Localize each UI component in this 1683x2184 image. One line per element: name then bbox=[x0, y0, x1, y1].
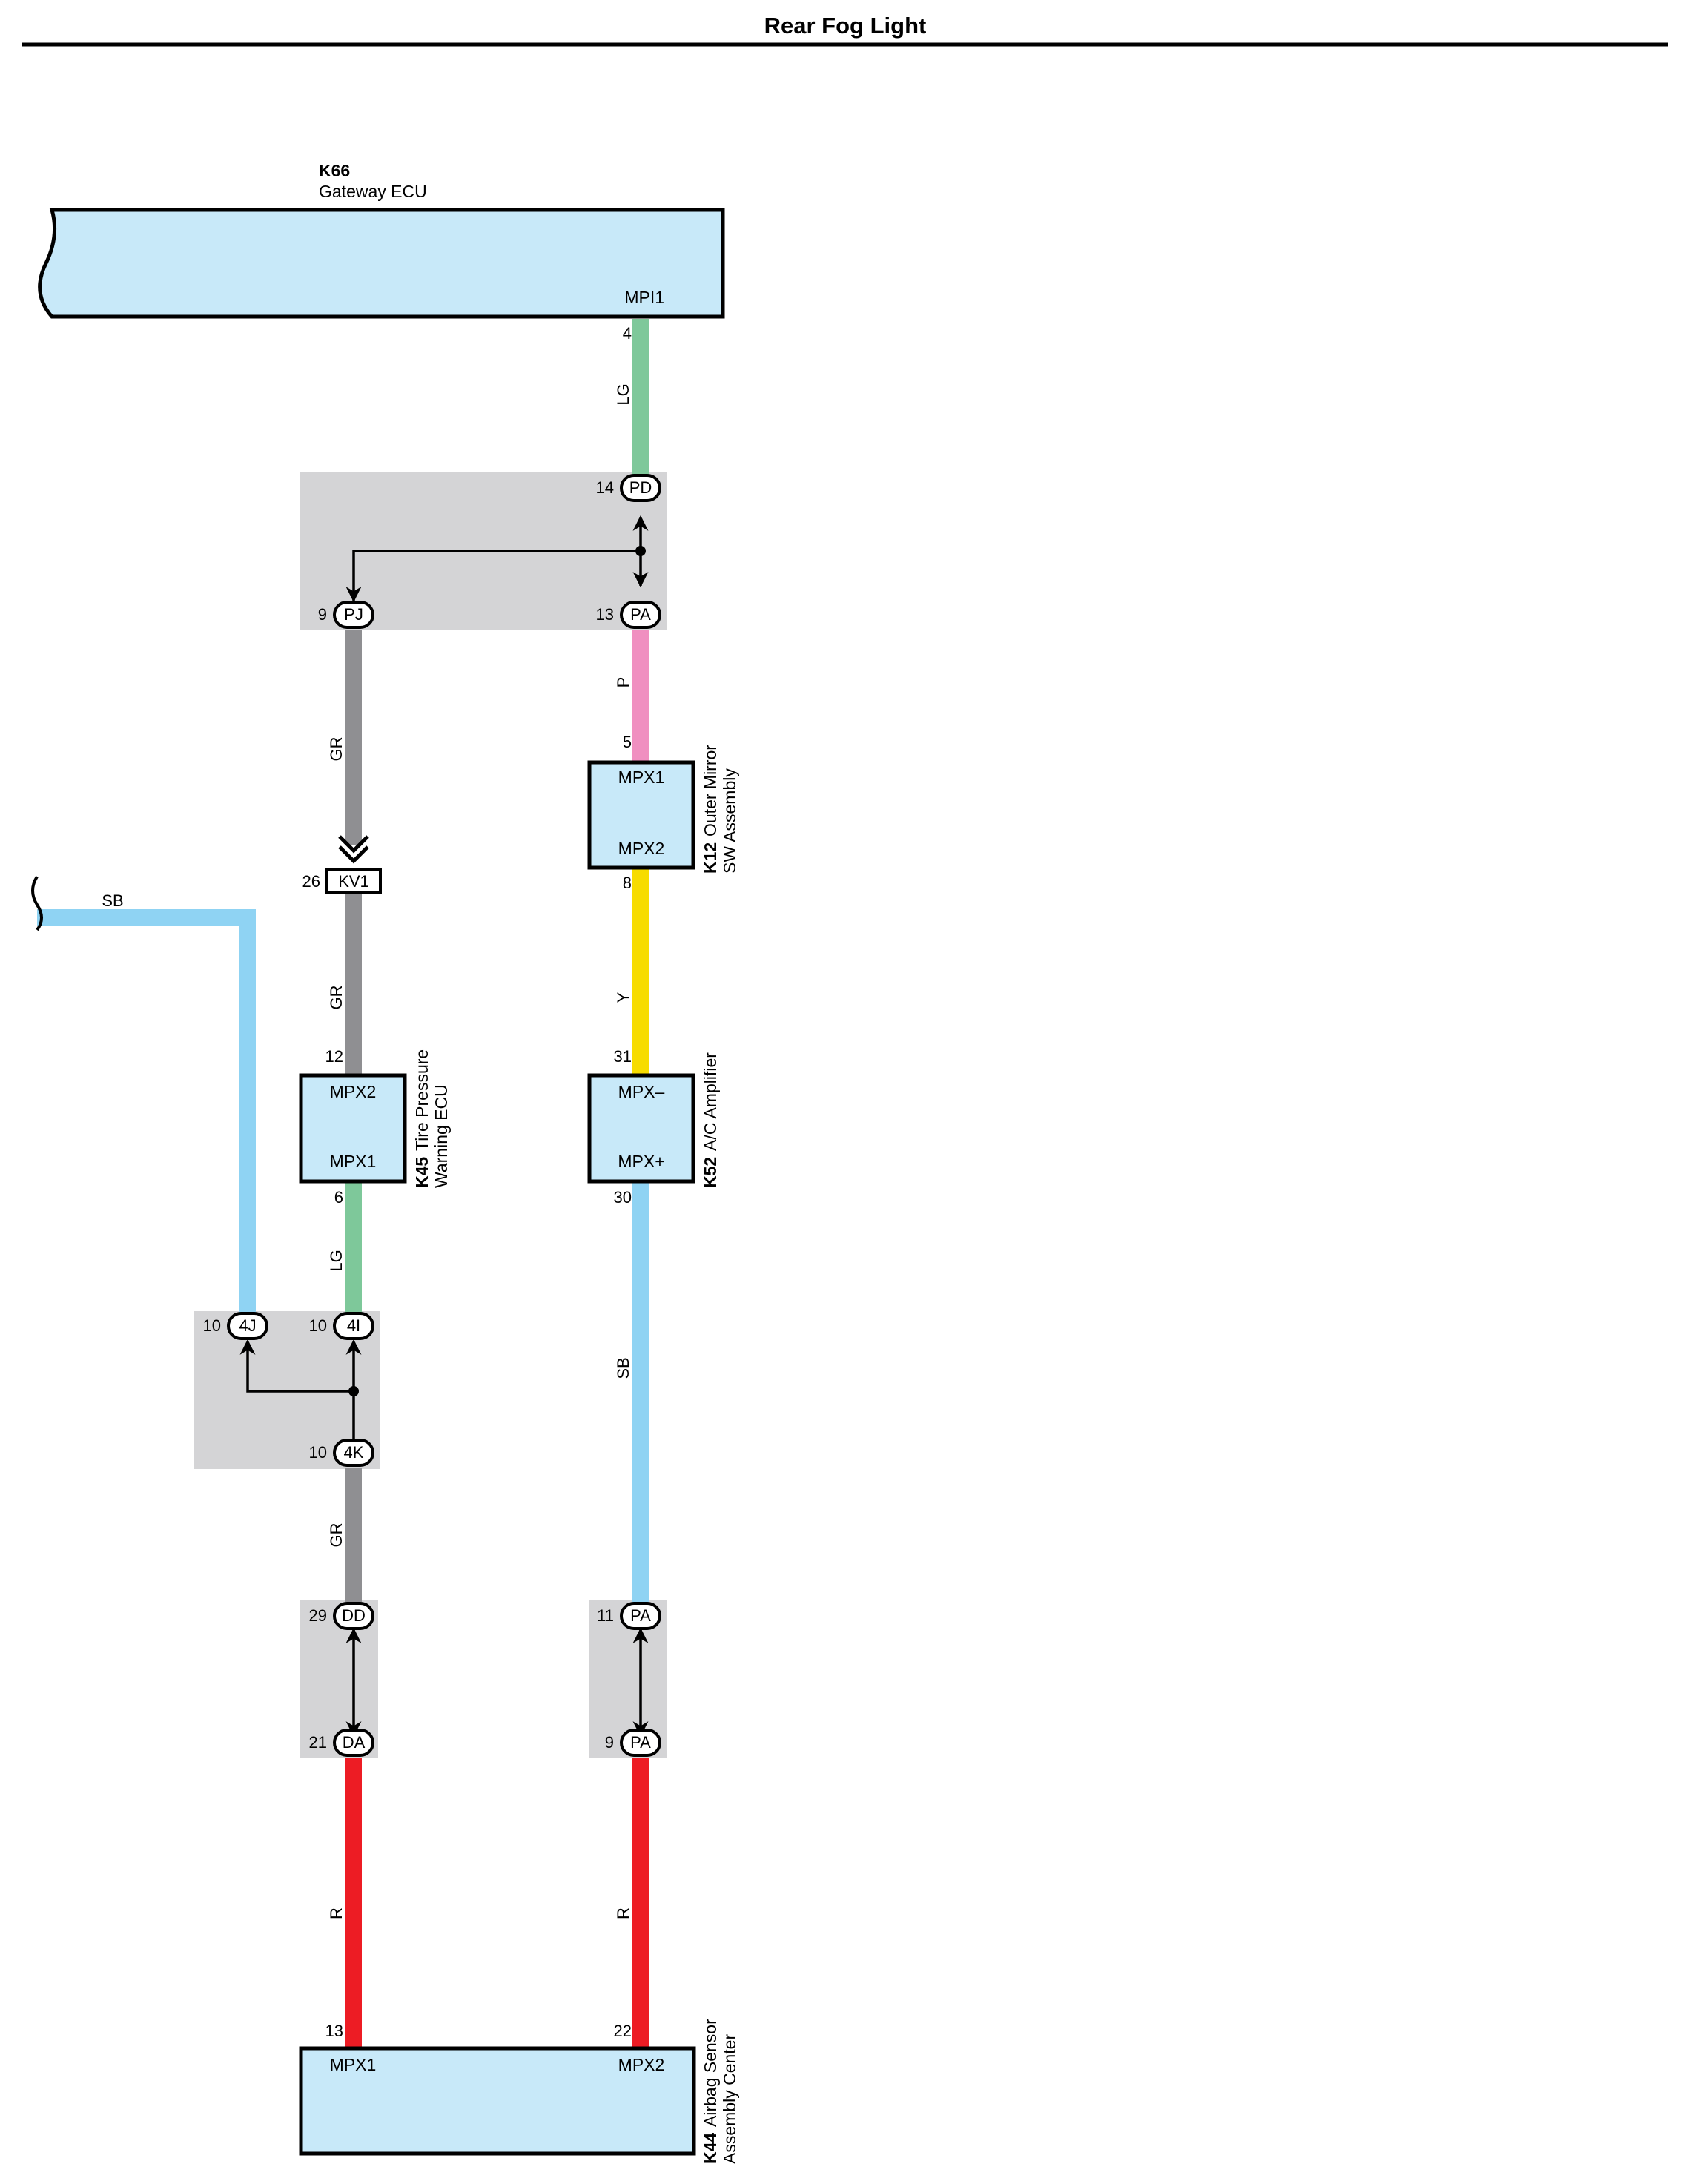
connector-4k-pin: 10 bbox=[309, 1443, 327, 1462]
k45-pin-top: 12 bbox=[325, 1047, 343, 1066]
wire-label-lg-bottom: LG bbox=[327, 1250, 345, 1271]
connector-pj-label: PJ bbox=[344, 605, 363, 624]
connector-pd: PD 14 bbox=[596, 474, 661, 502]
connector-da-pin: 21 bbox=[309, 1733, 327, 1752]
connector-da: DA 21 bbox=[309, 1729, 374, 1757]
k44-pin-left: 13 bbox=[325, 2022, 343, 2040]
component-k44-name-1: Airbag Sensor bbox=[701, 2019, 720, 2127]
connector-pa-13-pin: 13 bbox=[596, 605, 614, 624]
component-k45-name-1: Tire Pressure bbox=[412, 1049, 432, 1151]
component-k44-name-2: Assembly Center bbox=[720, 2034, 739, 2164]
connector-da-label: DA bbox=[343, 1733, 366, 1752]
component-k66-name: Gateway ECU bbox=[319, 182, 427, 201]
connector-dd-pin: 29 bbox=[309, 1606, 327, 1625]
link-4i-4j bbox=[239, 1339, 354, 1393]
connector-pa-9-pin: 9 bbox=[605, 1733, 614, 1752]
connector-pa-13-label: PA bbox=[630, 605, 651, 624]
wire-label-p: P bbox=[614, 677, 632, 688]
component-k45-id: K45 bbox=[412, 1157, 432, 1188]
k66-terminal: MPI1 bbox=[624, 288, 664, 307]
page-title: Rear Fog Light bbox=[764, 13, 927, 39]
k45-terminal-bottom: MPX1 bbox=[330, 1152, 377, 1171]
wire-break-mark bbox=[31, 875, 43, 931]
connector-4k: 4K 10 bbox=[309, 1439, 374, 1467]
k12-terminal-top: MPX1 bbox=[618, 768, 665, 787]
k45-pin-bottom: 6 bbox=[334, 1188, 343, 1207]
k52-terminal-bottom: MPX+ bbox=[618, 1152, 664, 1171]
wire-label-sb-right: SB bbox=[614, 1357, 632, 1379]
wire-label-gr-2: GR bbox=[327, 986, 345, 1010]
k52-pin-top: 31 bbox=[614, 1047, 632, 1066]
component-k44-id: K44 bbox=[701, 2133, 720, 2164]
wire-label-sb-left: SB bbox=[102, 891, 123, 910]
link-pd-pj bbox=[345, 550, 641, 603]
wire-label-y: Y bbox=[614, 992, 632, 1003]
connector-pd-label: PD bbox=[629, 478, 652, 497]
connector-pj-pin: 9 bbox=[318, 605, 327, 624]
connector-pa-9: PA 9 bbox=[605, 1729, 661, 1757]
wire-label-gr-3: GR bbox=[327, 1523, 345, 1548]
wire-label-lg-top: LG bbox=[614, 383, 632, 405]
k12-pin-bottom: 8 bbox=[623, 874, 632, 892]
connector-dd-label: DD bbox=[342, 1606, 366, 1625]
component-k66-box bbox=[38, 208, 725, 319]
k52-terminal-top: MPX– bbox=[618, 1082, 665, 1101]
wire-label-gr-1: GR bbox=[327, 737, 345, 762]
component-k52-name: A/C Amplifier bbox=[701, 1052, 720, 1151]
wire-label-r-left: R bbox=[327, 1907, 345, 1919]
connector-pa-11-label: PA bbox=[630, 1606, 651, 1625]
component-k66-id: K66 bbox=[319, 161, 350, 180]
component-k12-name-1: Outer Mirror bbox=[701, 745, 720, 837]
connector-pd-pin: 14 bbox=[596, 478, 614, 497]
k44-pin-right: 22 bbox=[614, 2022, 632, 2040]
k44-terminal-right: MPX2 bbox=[618, 2055, 665, 2074]
connector-4j-label: 4J bbox=[239, 1316, 256, 1335]
connector-4j: 4J 10 bbox=[203, 1312, 268, 1340]
component-k12-id: K12 bbox=[701, 842, 720, 874]
connector-pa-13: PA 13 bbox=[596, 601, 661, 629]
connector-pa-9-label: PA bbox=[630, 1733, 651, 1752]
wire-sb-left bbox=[37, 909, 256, 1313]
splice-point bbox=[635, 546, 646, 556]
k45-terminal-top: MPX2 bbox=[330, 1082, 377, 1101]
component-k12-name-2: SW Assembly bbox=[720, 768, 739, 874]
kv1-chevron bbox=[338, 835, 369, 854]
connector-pa-11-pin: 11 bbox=[597, 1606, 614, 1625]
k12-terminal-bottom: MPX2 bbox=[618, 839, 665, 858]
connector-4i-label: 4I bbox=[347, 1316, 360, 1335]
connector-4i: 4I 10 bbox=[309, 1312, 374, 1340]
component-k45-name-2: Warning ECU bbox=[432, 1084, 451, 1188]
k12-pin-top: 5 bbox=[623, 733, 632, 751]
wire-label-r-right: R bbox=[614, 1907, 632, 1919]
connector-dd: DD 29 bbox=[309, 1602, 374, 1630]
component-k52-id: K52 bbox=[701, 1157, 720, 1188]
component-k12-box bbox=[587, 760, 695, 870]
k52-pin-bottom: 30 bbox=[614, 1188, 632, 1207]
connector-kv1 bbox=[325, 868, 382, 894]
k44-terminal-left: MPX1 bbox=[330, 2055, 377, 2074]
kv1-chevron bbox=[338, 845, 369, 864]
k66-pin: 4 bbox=[623, 324, 632, 343]
connector-pj: PJ 9 bbox=[318, 601, 374, 629]
connector-4k-label: 4K bbox=[344, 1443, 364, 1462]
component-k44-box bbox=[299, 2046, 696, 2156]
connector-kv1-pin: 26 bbox=[302, 872, 320, 891]
connector-4i-pin: 10 bbox=[309, 1316, 327, 1335]
component-k45-box bbox=[299, 1073, 407, 1184]
connector-4j-pin: 10 bbox=[203, 1316, 221, 1335]
connector-kv1-label: KV1 bbox=[338, 872, 369, 891]
splice-point bbox=[348, 1386, 359, 1396]
component-k52-box bbox=[587, 1073, 695, 1184]
connector-pa-11: PA 11 bbox=[597, 1602, 661, 1630]
